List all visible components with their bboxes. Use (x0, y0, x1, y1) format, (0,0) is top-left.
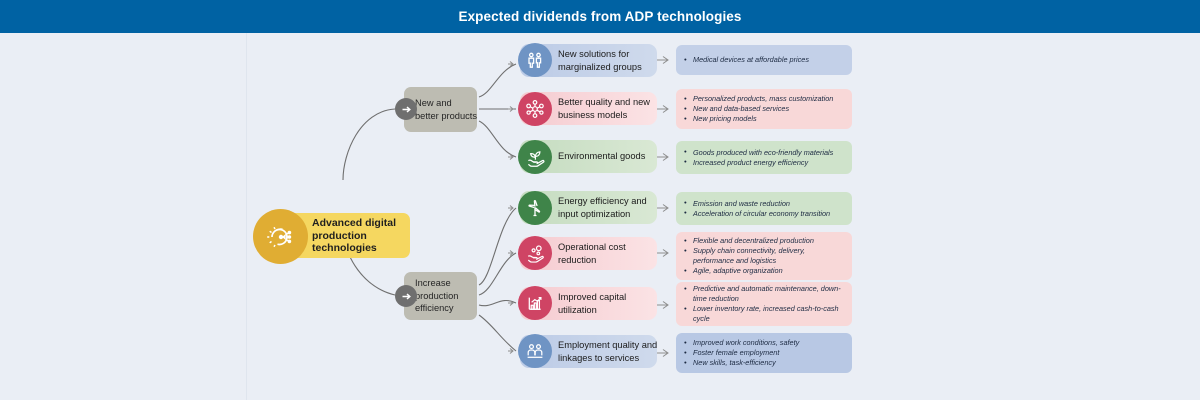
two-people-icon (518, 334, 552, 368)
card-title: Operational cost reduction (558, 242, 626, 265)
connector-branch1-to-row1 (478, 63, 517, 98)
list-item: Flexible and decentralized production (684, 236, 846, 246)
gear-circuit-icon (253, 209, 308, 264)
diagram-canvas: Advanced digital production technologies… (0, 33, 1200, 400)
people-accessibility-icon (518, 43, 552, 77)
list-item: Lower inventory rate, increased cash-to-… (684, 304, 846, 323)
list-item: Medical devices at affordable prices (684, 55, 846, 65)
detail-bullet-list: Predictive and automatic maintenance, do… (684, 284, 846, 324)
detail-bullet-list: Emission and waste reduction Acceleratio… (684, 198, 846, 219)
arrow-card1 (508, 61, 514, 67)
detail-box-improved-capital-utilization: Predictive and automatic maintenance, do… (676, 282, 852, 326)
arrow-card7 (508, 348, 514, 354)
page-title: Expected dividends from ADP technologies (458, 9, 742, 24)
list-item: Acceleration of circular economy transit… (684, 208, 846, 219)
detail-bullet-list: Medical devices at affordable prices (684, 55, 846, 65)
network-nodes-icon (518, 92, 552, 126)
connector-branch2-to-row7 (478, 314, 517, 352)
card-title: Better quality and new business models (558, 97, 650, 120)
arrow-right-icon (395, 98, 417, 120)
detail-bullet-list: Goods produced with eco-friendly materia… (684, 147, 846, 168)
background-divider (246, 33, 247, 400)
list-item: Foster female employment (684, 348, 846, 358)
connector-branch2-to-row4 (478, 207, 517, 286)
connector-branch2-to-row5 (478, 252, 517, 296)
arrow-card6 (508, 300, 514, 306)
header-bar: Expected dividends from ADP technologies (0, 0, 1200, 33)
list-item: Goods produced with eco-friendly materia… (684, 147, 846, 158)
card-title: Energy efficiency and input optimization (558, 196, 647, 219)
connector-branch2-to-row6 (478, 299, 517, 307)
detail-box-better-quality-new-business-models: Personalized products, mass customizatio… (676, 89, 852, 129)
arrow-card2 (508, 106, 514, 112)
wind-turbine-icon (518, 191, 552, 225)
detail-bullet-list: Improved work conditions, safety Foster … (684, 338, 846, 369)
detail-box-new-solutions-marginalized-groups: Medical devices at affordable prices (676, 45, 852, 75)
detail-box-operational-cost-reduction: Flexible and decentralized production Su… (676, 232, 852, 280)
list-item: Emission and waste reduction (684, 198, 846, 209)
detail-box-energy-efficiency-input-optimization: Emission and waste reduction Acceleratio… (676, 192, 852, 225)
connector-layer (342, 56, 669, 357)
card-title: Improved capital utilization (558, 292, 627, 315)
branch-label: New and better products (415, 98, 478, 121)
root-node-label: Advanced digital production technologies (312, 216, 397, 255)
branch-label: Increase production efficiency (415, 278, 459, 314)
card-title: New solutions for marginalized groups (558, 49, 642, 72)
detail-bullet-list: Personalized products, mass customizatio… (684, 94, 846, 125)
hand-coins-icon (518, 236, 552, 270)
arrow-card3 (508, 154, 514, 160)
arrow-right-icon (395, 285, 417, 307)
detail-bullet-list: Flexible and decentralized production Su… (684, 236, 846, 276)
list-item: New and data-based services (684, 104, 846, 114)
card-title: Environmental goods (558, 151, 646, 162)
hand-plant-icon (518, 140, 552, 174)
list-item: Supply chain connectivity, delivery, per… (684, 246, 846, 265)
arrow-card5 (508, 250, 514, 256)
list-item: Improved work conditions, safety (684, 338, 846, 348)
list-item: New pricing models (684, 114, 846, 124)
detail-box-employment-quality-linkages-services: Improved work conditions, safety Foster … (676, 333, 852, 373)
card-title: Employment quality and linkages to servi… (558, 340, 658, 363)
connector-root-to-branch1 (342, 108, 396, 181)
detail-box-environmental-goods: Goods produced with eco-friendly materia… (676, 141, 852, 174)
connector-branch1-to-row3 (478, 120, 517, 158)
list-item: Agile, adaptive organization (684, 266, 846, 276)
list-item: Predictive and automatic maintenance, do… (684, 284, 846, 303)
list-item: New skills, task-efficiency (684, 358, 846, 368)
list-item: Personalized products, mass customizatio… (684, 94, 846, 104)
arrow-card4 (508, 205, 514, 211)
list-item: Increased product energy efficiency (684, 157, 846, 168)
bar-chart-growth-icon (518, 286, 552, 320)
